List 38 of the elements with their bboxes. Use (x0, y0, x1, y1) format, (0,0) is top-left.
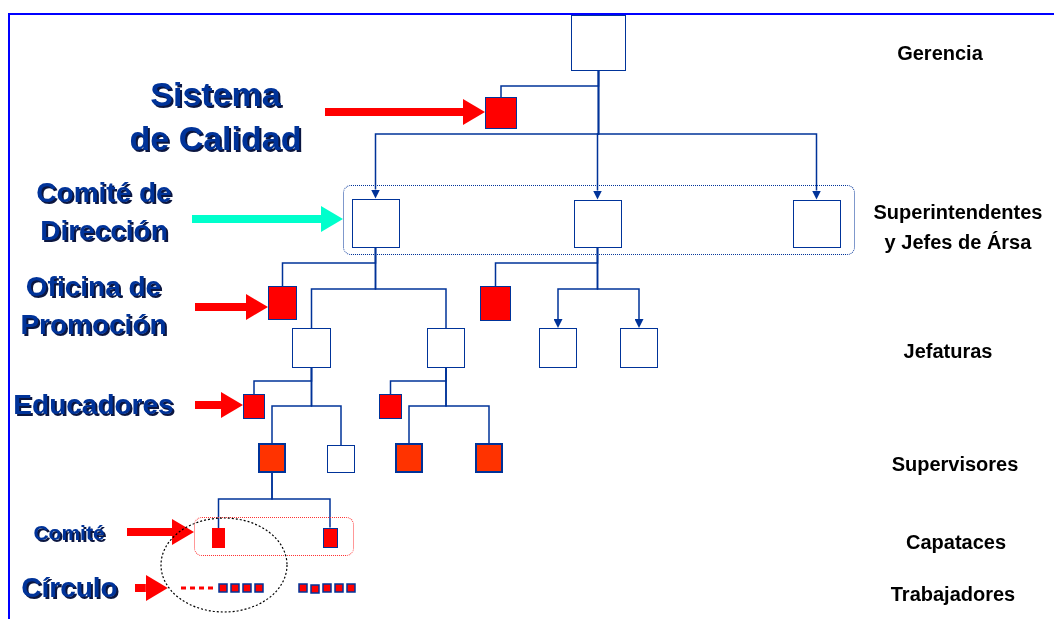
callout-text: Sistema de Calidad (118, 72, 325, 160)
org-chart-box (475, 443, 503, 473)
connector-line (374, 246, 447, 329)
org-chart-box (351, 198, 400, 248)
org-chart-box (379, 394, 402, 419)
callout-text: Comité (25, 520, 127, 546)
org-chart-box (258, 443, 286, 473)
connector-line (271, 472, 331, 529)
level-label: Gerencia (897, 41, 983, 66)
level-label: Superintendentes y Jefes de Ársa (872, 200, 1044, 255)
connector-line (310, 367, 342, 446)
level-label: Capataces (905, 530, 1007, 555)
org-chart-box (480, 286, 511, 321)
connector-line (445, 367, 490, 444)
connector-line (597, 70, 821, 200)
org-chart-box (485, 97, 517, 129)
callout-text: Oficina de Promoción (6, 268, 195, 344)
org-chart-box (620, 328, 658, 368)
org-chart-box (212, 528, 225, 548)
org-chart-box (268, 286, 297, 320)
org-chart-box (792, 199, 841, 248)
level-label: Supervisores (891, 452, 1019, 477)
level-label: Trabajadores (890, 582, 1016, 607)
org-chart-box (395, 443, 423, 473)
org-chart-box (427, 328, 465, 368)
level-label: Jefaturas (903, 339, 993, 364)
org-chart-box (539, 328, 577, 368)
dotted-ellipse (160, 517, 288, 613)
callout-text: Círculo (18, 570, 135, 606)
org-chart-box (322, 527, 338, 548)
org-chart-box (292, 328, 331, 368)
callout-text: Educadores (6, 387, 195, 423)
org-chart-box (573, 199, 622, 248)
org-chart-box (571, 15, 626, 71)
org-chart-box (243, 394, 265, 419)
callout-text: Comité de Dirección (28, 174, 192, 250)
org-chart-box (327, 445, 355, 473)
connector-line (596, 246, 644, 328)
